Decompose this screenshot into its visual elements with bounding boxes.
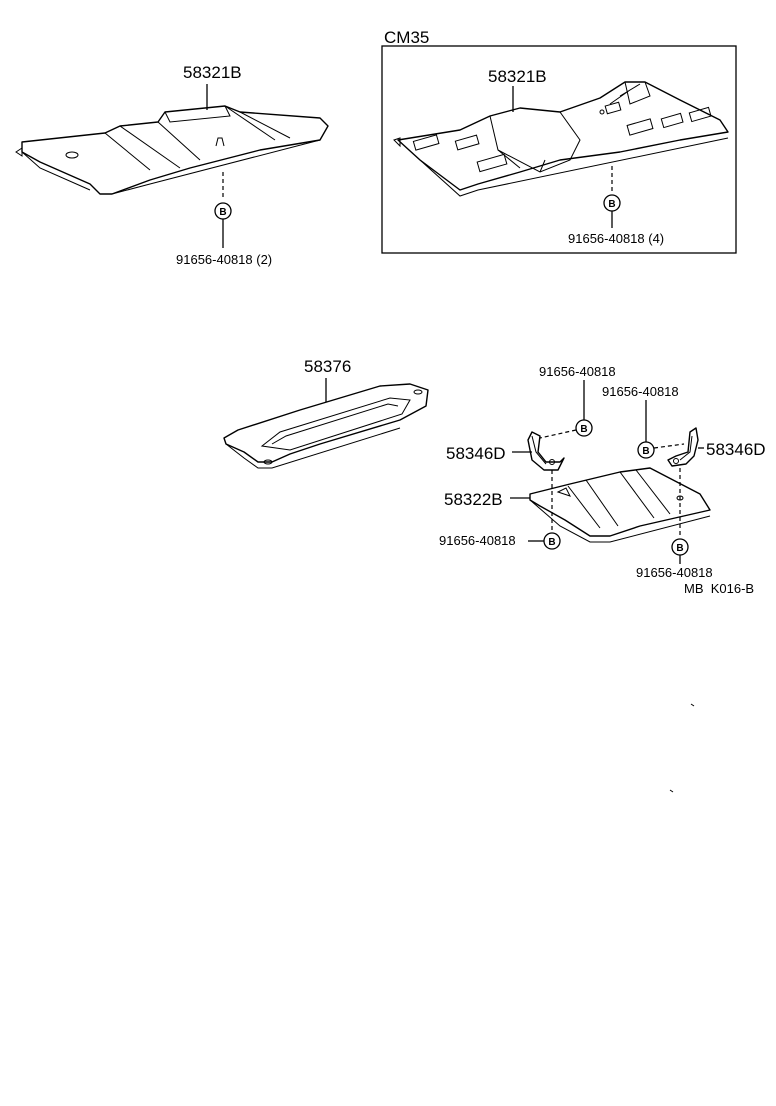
plate-58376: [223, 383, 429, 469]
speck-mark: [690, 703, 695, 707]
part-label-58321b-cm35: 58321B: [488, 67, 547, 86]
bracket-58346d-right: [667, 427, 699, 467]
cover-58321b-cm35: [393, 81, 729, 197]
bolt-label-rear-right: 91656-40818: [636, 565, 713, 580]
bolt-label-bracket-right: 91656-40818: [602, 384, 679, 399]
svg-text:B: B: [219, 207, 226, 218]
svg-text:B: B: [676, 543, 683, 554]
svg-text:B: B: [580, 424, 587, 435]
bolt-b-icon: B: [603, 194, 621, 212]
cover-58321b-left: [15, 105, 329, 195]
bolt-b-icon: B: [214, 202, 232, 220]
svg-text:B: B: [548, 537, 555, 548]
bolt-b-icon: B: [637, 441, 655, 459]
svg-text:B: B: [642, 446, 649, 457]
dashed-line: [539, 429, 577, 439]
part-label-58321b-left: 58321B: [183, 63, 242, 82]
bolt-label-bracket-left: 91656-40818: [539, 364, 616, 379]
part-label-58376: 58376: [304, 357, 351, 376]
bolt-label-top-right: 91656-40818 (4): [568, 231, 664, 246]
bolt-b-icon: B: [575, 419, 593, 437]
bolt-b-icon: B: [671, 538, 689, 556]
dashed-line: [653, 443, 685, 449]
bolt-label-rear-left: 91656-40818: [439, 533, 516, 548]
variant-label-cm35: CM35: [384, 28, 429, 47]
svg-text:B: B: [608, 199, 615, 210]
bracket-58346d-left: [527, 431, 565, 471]
speck-mark: [669, 789, 674, 793]
cover-58322b: [529, 467, 711, 543]
cm35-frame: [381, 45, 737, 254]
part-label-58322b: 58322B: [444, 490, 503, 509]
bolt-label-top-left: 91656-40818 (2): [176, 252, 272, 267]
diagram-code: MB K016-B: [684, 581, 754, 596]
part-label-58346d-right: 58346D: [706, 440, 766, 459]
bolt-b-icon: B: [543, 532, 561, 550]
part-label-58346d-left: 58346D: [446, 444, 506, 463]
